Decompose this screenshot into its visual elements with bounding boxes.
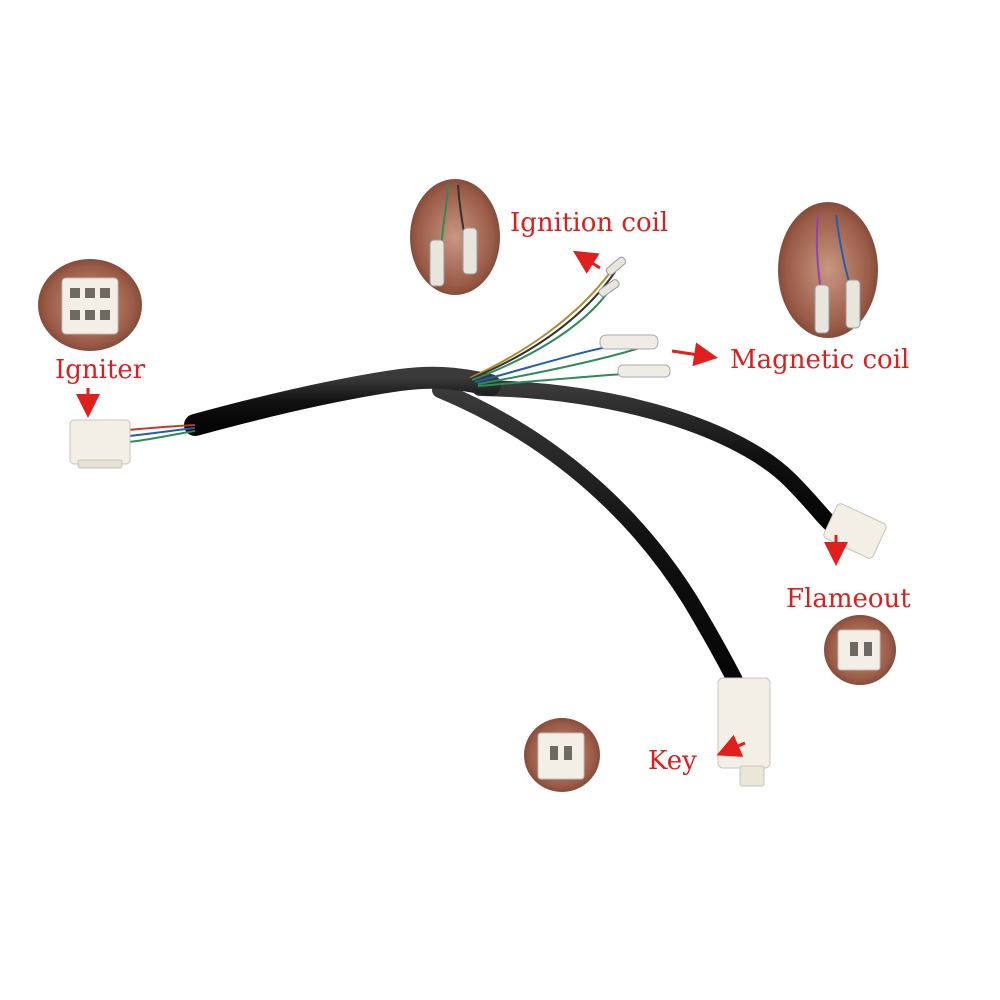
ignition-coil-wire-a (469, 269, 613, 379)
ignition-coil-terminal-2 (598, 279, 620, 297)
magnetic-coil-terminal-1 (599, 334, 659, 350)
annotation-arrows (76, 250, 848, 757)
magnetic-coil-arrow-icon (671, 342, 718, 367)
ignition-coil-label: Ignition coil (510, 208, 669, 238)
magnetic-coil-wire-b (477, 347, 641, 385)
ignition-coil-wire-c (471, 291, 609, 381)
flameout-inset-photo (824, 615, 896, 685)
flameout-branch-cable (472, 380, 840, 533)
key-connector (717, 677, 771, 787)
flameout-connector (823, 503, 887, 559)
main-trunk-cable (184, 366, 501, 436)
igniter-label: Igniter (55, 355, 146, 385)
igniter-inset-photo (38, 259, 142, 351)
key-inset-photo (524, 718, 600, 792)
igniter-connector (69, 419, 196, 469)
ignition-coil-inset-photo (410, 179, 500, 295)
key-branch-cable (432, 382, 748, 698)
key-arrow-icon (716, 734, 746, 757)
magnetic-coil-label: Magnetic coil (730, 345, 910, 375)
magnetic-coil-inset-photo (778, 202, 878, 338)
ignition-coil-terminal-1 (605, 256, 627, 276)
key-label: Key (648, 746, 697, 776)
wire-harness (69, 256, 887, 787)
ignition-coil-arrow-icon (572, 250, 601, 274)
flameout-label: Flameout (786, 584, 911, 614)
magnetic-coil-terminal-2 (617, 364, 671, 378)
